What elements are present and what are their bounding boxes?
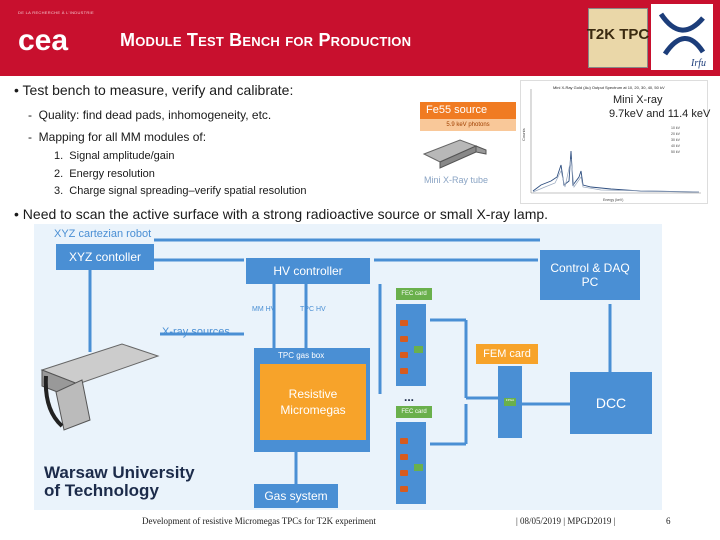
fec-chip — [400, 486, 408, 492]
dcc-box: DCC — [570, 372, 652, 434]
fec-chip — [400, 368, 408, 374]
spectrum-label-main: Mini X-ray — [613, 94, 663, 106]
bullet-2: • Need to scan the active surface with a… — [14, 206, 549, 222]
spectrum-label-energies: 9.7keV and 11.4 keV — [609, 108, 711, 120]
t2k-logo-text: T2K TPC — [587, 26, 650, 43]
robot-label: XYZ cartezian robot — [54, 228, 152, 240]
org-tagline: DE LA RECHERCHE À L'INDUSTRIE — [18, 10, 94, 15]
fec-chip — [400, 336, 408, 342]
hv-controller-box: HV controller — [246, 258, 370, 284]
legend-entry: 50 kV — [671, 150, 681, 154]
xyz-robot-image — [40, 343, 160, 431]
spectrum-title: Mini X-Ray Gold (Au) Output Spectrum at … — [553, 85, 665, 90]
fec-chip — [400, 320, 408, 326]
slide-title: Module Test Bench for Production — [120, 30, 412, 50]
cea-logo: cea — [18, 22, 88, 57]
fec-chip — [400, 454, 408, 460]
mm-hv-label: MM HV — [252, 306, 276, 313]
fec-card-label: FEC card — [396, 406, 432, 418]
irfu-logo: Irfu — [651, 4, 713, 70]
bullet-1: • Test bench to measure, verify and cali… — [14, 82, 294, 98]
fec-card-label: FEC card — [396, 288, 432, 300]
fem-card: FPGA — [498, 366, 522, 438]
sub-bullet-1: - Quality: find dead pads, inhomogeneity… — [28, 108, 272, 122]
xray-tube-label: Mini X-Ray tube — [424, 175, 489, 185]
legend-entry: 30 kV — [671, 138, 681, 142]
fec-chip — [400, 470, 408, 476]
numbered-item-2: 2. Energy resolution — [54, 168, 155, 180]
sub-bullet-2-text: Mapping for all MM modules of: — [38, 130, 207, 144]
fe55-source-tag: Fe55 source — [420, 102, 516, 119]
fem-card-label: FEM card — [476, 344, 538, 364]
numbered-item-text: Charge signal spreading–verify spatial r… — [69, 185, 307, 197]
resistive-micromegas-box: Resistive Micromegas — [260, 364, 366, 440]
fe55-source-subtitle: 5.9 keV photons — [420, 119, 516, 131]
legend-entry: 20 kV — [671, 132, 681, 136]
fec-fpga-chip — [414, 464, 423, 471]
ellipsis-label: ... — [404, 390, 415, 404]
xray-sources-label: X-ray sources — [162, 326, 230, 338]
spectrum-ylabel: Counts — [521, 128, 526, 141]
tpc-hv-label: TPC HV — [300, 306, 326, 313]
page-number: 6 — [666, 516, 671, 526]
test-bench-diagram: XYZ cartezian robot XYZ contoller HV con… — [34, 224, 662, 510]
footer-date-conference: | 08/05/2019 | MPGD2019 | — [516, 516, 616, 526]
tpc-gas-box-label: TPC gas box — [278, 351, 325, 360]
sub-bullet-1-text: Quality: find dead pads, inhomogeneity, … — [38, 108, 272, 122]
fec-chip — [400, 352, 408, 358]
numbered-item-text: Energy resolution — [69, 168, 155, 180]
fec-chip — [400, 438, 408, 444]
fem-fpga-chip: FPGA — [504, 398, 516, 406]
fec-fpga-chip — [414, 346, 423, 353]
spectrum-xlabel: Energy (keV) — [603, 198, 623, 202]
irfu-logo-text: Irfu — [690, 58, 706, 69]
xray-tube-image — [420, 134, 490, 172]
numbered-item-text: Signal amplitude/gain — [69, 150, 175, 162]
t2k-tpc-logo: T2K TPC — [587, 8, 650, 68]
xray-spectrum-image: Mini X-Ray Gold (Au) Output Spectrum at … — [520, 80, 711, 204]
bullet-2-text: Need to scan the active surface with a s… — [22, 206, 549, 222]
legend-entry: 10 kV — [671, 126, 681, 130]
sub-bullet-2: - Mapping for all MM modules of: — [28, 130, 207, 144]
numbered-item-1: 1. Signal amplitude/gain — [54, 150, 175, 162]
gas-system-box: Gas system — [254, 484, 338, 508]
legend-entry: 40 kV — [671, 144, 681, 148]
footer-title: Development of resistive Micromegas TPCs… — [142, 516, 376, 526]
fec-card — [396, 304, 426, 386]
fec-card — [396, 422, 426, 504]
xyz-controller-box: XYZ contoller — [56, 244, 154, 270]
control-daq-box: Control & DAQ PC — [540, 250, 640, 300]
numbered-item-3: 3. Charge signal spreading–verify spatia… — [54, 185, 307, 197]
university-label: Warsaw University of Technology — [44, 463, 195, 500]
diagram-connectors — [88, 238, 612, 484]
bullet-1-text: Test bench to measure, verify and calibr… — [22, 82, 294, 98]
cea-logo-text: cea — [18, 24, 68, 57]
